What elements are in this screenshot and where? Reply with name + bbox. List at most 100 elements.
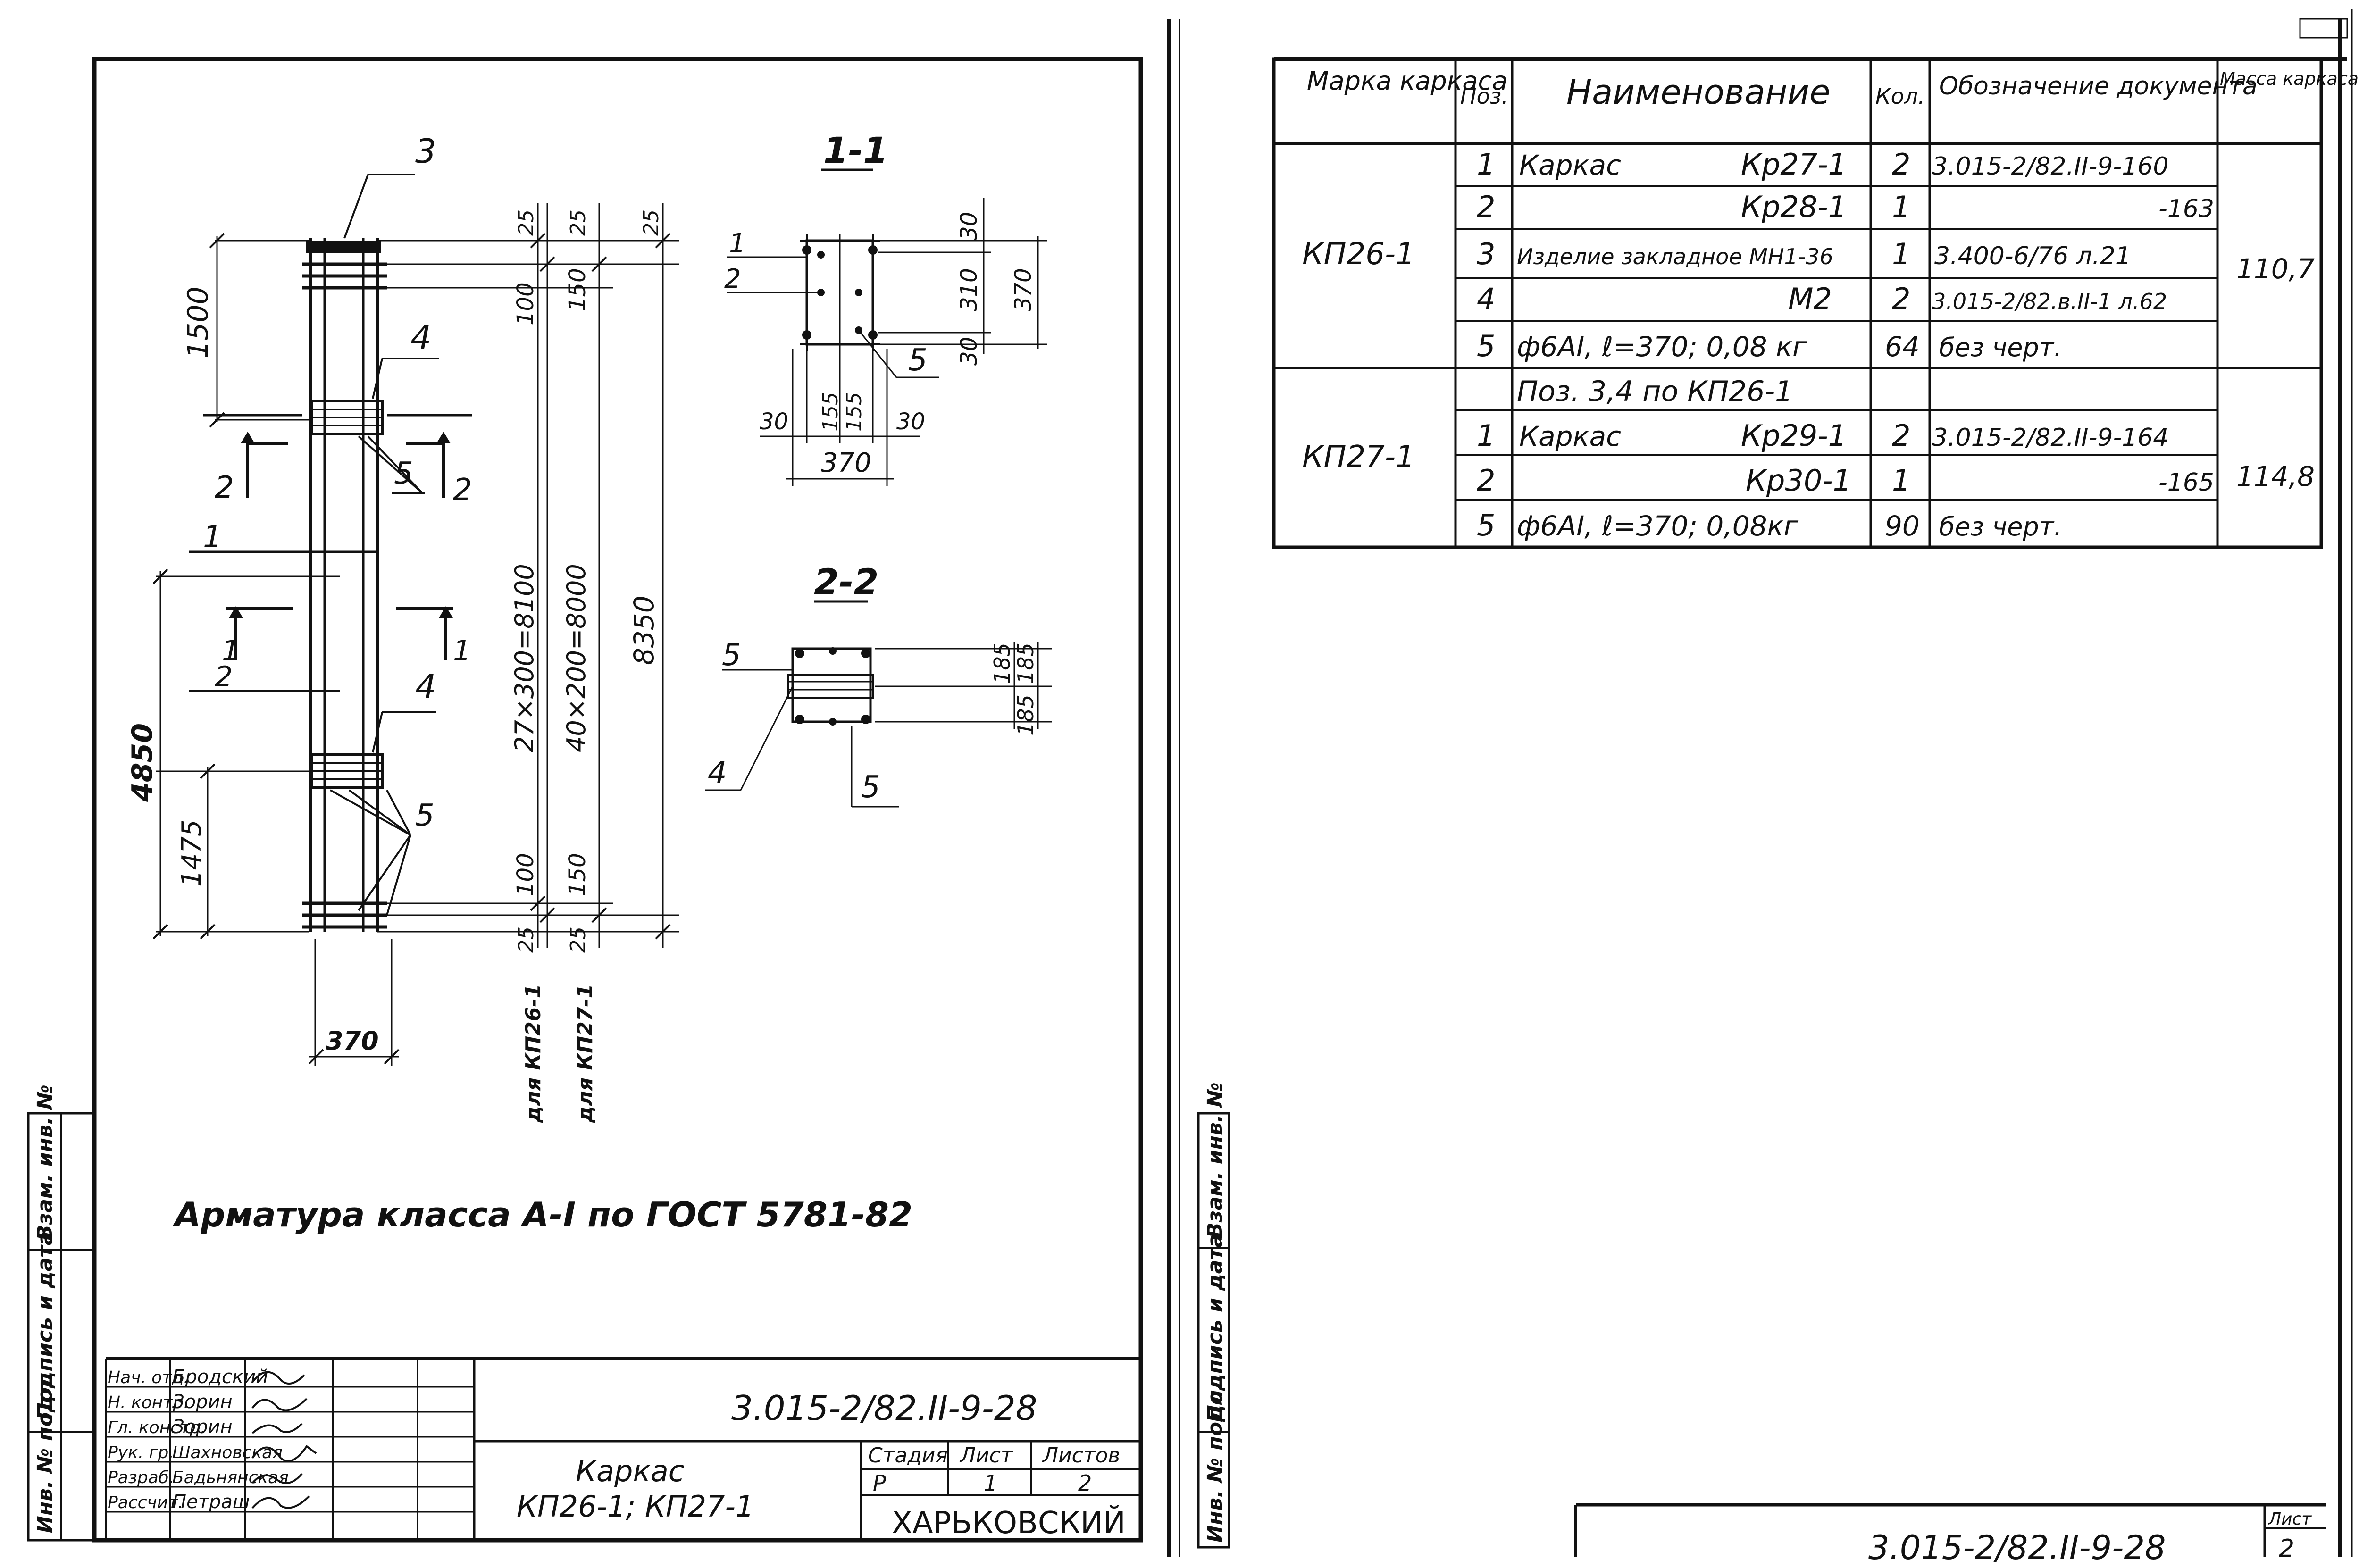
g2-r0-name: Поз. 3,4 по КП26-1 <box>1517 375 1793 408</box>
g2-r3-kol: 90 <box>1885 510 1920 542</box>
g1-r4-poz: 4 <box>1477 282 1495 316</box>
hdr-doc: Обозначение документа <box>1939 72 2258 100</box>
dim-25-b: 25 <box>566 209 590 236</box>
g1-r5-poz: 5 <box>1477 329 1495 363</box>
page2-code: 3.015-2/82.II-9-28 <box>1868 1528 2166 1567</box>
section-2-2-title: 2-2 <box>814 561 878 603</box>
g2-r2-kol: 1 <box>1892 463 1910 498</box>
hdr-kol: Кол. <box>1875 83 1925 109</box>
dim-8350: 8350 <box>628 595 660 665</box>
section-1-1: 1-1 30 310 30 370 <box>724 129 1047 486</box>
left-stamp-inv: Инв. № подл. <box>33 1373 57 1533</box>
g1-r3-kol: 1 <box>1892 237 1910 271</box>
g2-r3-doc: без черт. <box>1939 512 2062 542</box>
callout-4-top: 4 <box>410 318 432 357</box>
sec22-d185b: 185 <box>1013 642 1038 684</box>
title-code: 3.015-2/82.II-9-28 <box>731 1388 1037 1428</box>
group2-mass: 114,8 <box>2236 460 2315 492</box>
left-stamp-vzam: Взам. инв. № <box>33 1084 57 1241</box>
dim-27x300: 27×300=8100 <box>510 564 539 752</box>
g1-r2-poz: 2 <box>1477 190 1495 224</box>
sec22-callout-5b: 5 <box>861 770 880 805</box>
cut-1-right: 1 <box>453 634 471 667</box>
dim-1500: 1500 <box>182 286 215 359</box>
g1-r5-kol: 64 <box>1885 331 1920 363</box>
right-stamp-sign: Подпись и дата <box>1203 1234 1227 1422</box>
g2-r1-doc: 3.015-2/82.II-9-164 <box>1932 424 2168 452</box>
sec11-callout-2: 2 <box>724 264 741 294</box>
g2-r1-kol: 2 <box>1892 418 1910 453</box>
sec11-d30b: 30 <box>956 337 982 366</box>
stage-label: Стадия <box>868 1443 948 1468</box>
signature-scribbles <box>251 1371 317 1509</box>
g2-r2-name2: Кр30-1 <box>1746 463 1851 498</box>
page2-sheet-label: Лист <box>2267 1510 2312 1529</box>
g1-r3-doc: 3.400-6/76 л.21 <box>1934 242 2131 270</box>
g1-r1-doc: 3.015-2/82.II-9-160 <box>1932 152 2168 181</box>
callout-3: 3 <box>415 132 436 171</box>
g1-r3-name: Изделие закладное МН1-36 <box>1517 244 1833 269</box>
page2-footer: 3.015-2/82.II-9-28 Лист 2 <box>1574 1503 2326 1567</box>
sec11-callout-1: 1 <box>729 228 746 259</box>
left-sheet: Инв. № подл. Подпись и дата Взам. инв. № <box>27 19 1180 1557</box>
dim-100-bot: 100 <box>512 853 539 896</box>
dim-100-top: 100 <box>512 282 539 325</box>
sheet-label: Лист <box>959 1443 1013 1468</box>
sheet-value: 1 <box>984 1470 997 1496</box>
sheets-label: Листов <box>1042 1443 1120 1468</box>
g1-r1-kol: 2 <box>1892 147 1910 182</box>
callout-5-bottom: 5 <box>415 798 435 833</box>
sec11-d370v: 370 <box>1010 268 1037 311</box>
dim-25-bot-a: 25 <box>514 926 538 953</box>
sec11-d370h: 370 <box>821 448 871 478</box>
sig-name-4: Шахновская <box>172 1443 283 1462</box>
title-line-2: КП26-1; КП27-1 <box>517 1489 754 1524</box>
g1-r2-name2: Кр28-1 <box>1741 190 1847 224</box>
cut-2-left: 2 <box>215 470 234 505</box>
sig-role-4: Рук. гр. <box>108 1443 174 1462</box>
sig-role-1: Нач. отд. <box>108 1368 189 1387</box>
hdr-poz: Поз. <box>1460 83 1508 109</box>
stage-value: Р <box>873 1470 886 1496</box>
dim-4850: 4850 <box>126 723 159 802</box>
group2-marka: КП27-1 <box>1302 440 1415 475</box>
dim-370-bottom: 370 <box>326 1026 379 1056</box>
sec11-d310: 310 <box>956 268 982 311</box>
organization: ХАРЬКОВСКИЙ <box>892 1505 1126 1541</box>
g1-r1-name2: Кр27-1 <box>1741 147 1847 182</box>
sec11-callout-5: 5 <box>908 343 928 378</box>
title-block: Нач. отд. Бродский Н. контр. Зорин Гл. к… <box>105 1357 1141 1541</box>
section-2-2: 2-2 185 185 185 5 4 5 <box>705 561 1052 808</box>
dim-150-top: 150 <box>564 268 591 311</box>
cut-1-mark: 1 <box>203 520 222 555</box>
sig-name-2: Зорин <box>172 1391 233 1413</box>
section-1-1-title: 1-1 <box>823 129 888 171</box>
sec11-d30l: 30 <box>760 409 788 435</box>
elevation-view: 25 25 25 100 150 27×300=8100 40×200=8000… <box>126 132 679 1123</box>
g2-r1-poz: 1 <box>1477 418 1495 453</box>
sec22-callout-4: 4 <box>708 756 727 791</box>
callout-4-bottom: 4 <box>415 667 436 706</box>
reinforcement-note: Арматура класса А-I по ГОСТ 5781-82 <box>172 1195 912 1234</box>
sig-name-6: Петраш <box>172 1491 250 1513</box>
cut-2-right: 2 <box>453 473 472 508</box>
sheets-value: 2 <box>1078 1470 1092 1496</box>
left-stamp-sign: Подпись и дата <box>33 1231 57 1420</box>
g1-r4-kol: 2 <box>1892 282 1910 316</box>
right-sheet: Инв. № подл. Подпись и дата Взам. инв. №… <box>1197 9 2359 1567</box>
group1-mass: 110,7 <box>2236 253 2315 285</box>
sec22-d185a: 185 <box>989 642 1015 684</box>
cut-2-mark: 2 <box>215 660 233 693</box>
dim-1475: 1475 <box>176 819 207 887</box>
sec11-d30r: 30 <box>896 409 925 435</box>
dim-25-bot-b: 25 <box>566 926 590 953</box>
sig-role-2: Н. контр. <box>108 1393 189 1412</box>
g2-r1-name: Каркас <box>1519 420 1621 452</box>
cut-1-left: 1 <box>222 634 240 667</box>
hdr-mass: Масса каркаса кг <box>2220 68 2359 89</box>
g2-r3-name: ф6АI, ℓ=370; 0,08кг <box>1517 510 1799 542</box>
label-for-kp27: для КП27-1 <box>573 984 597 1123</box>
callout-5-top: 5 <box>394 456 413 491</box>
g1-r1-name: Каркас <box>1519 149 1621 181</box>
